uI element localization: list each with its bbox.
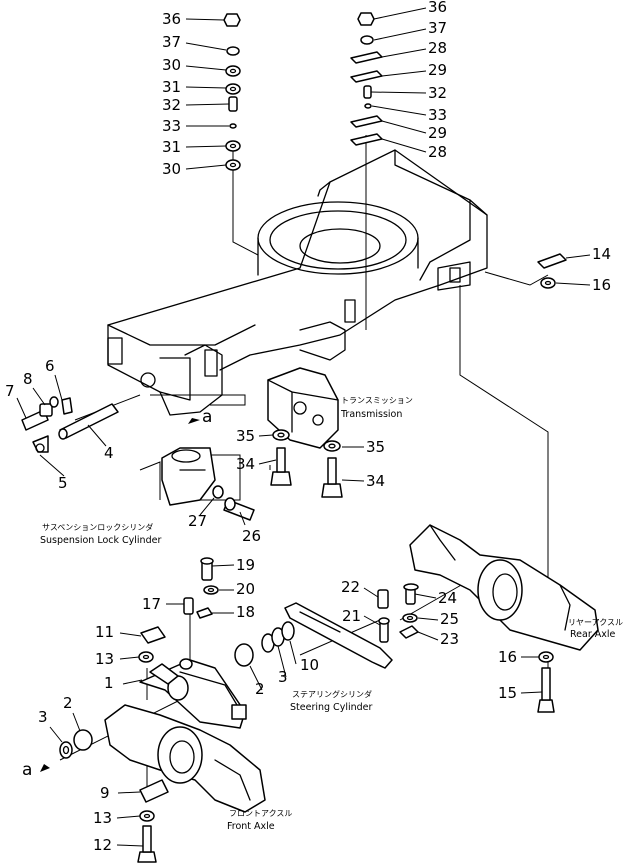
callout-17: 17 xyxy=(142,595,161,613)
steering-label-jp: ステアリングシリンダ xyxy=(292,689,372,699)
callout-16a: 16 xyxy=(592,276,611,294)
marker-a-lower: a xyxy=(22,760,32,780)
suspension-label-jp: サスペンションロックシリンダ xyxy=(42,522,153,532)
callout-15: 15 xyxy=(498,684,517,702)
callout-30b: 30 xyxy=(162,160,181,178)
callout-36a: 36 xyxy=(162,10,181,28)
transmission-housing xyxy=(267,367,339,449)
callout-leaders xyxy=(16,7,591,847)
callout-35b: 35 xyxy=(366,438,385,456)
callout-numbers: 36 37 30 31 32 33 31 30 36 37 28 29 32 3… xyxy=(5,0,611,854)
callout-22: 22 xyxy=(341,578,360,596)
callout-7: 7 xyxy=(5,382,15,400)
callout-6: 6 xyxy=(45,357,55,375)
callout-13b: 13 xyxy=(93,809,112,827)
callout-5: 5 xyxy=(58,474,68,492)
callout-25: 25 xyxy=(440,610,459,628)
rear-axle-label: Rear Axle xyxy=(570,629,616,640)
frame-body xyxy=(107,149,488,416)
right-hardware-stack xyxy=(350,12,383,146)
callout-21: 21 xyxy=(342,607,361,625)
callout-2b: 2 xyxy=(255,680,265,698)
pin-assembly xyxy=(21,396,119,453)
callout-31b: 31 xyxy=(162,138,181,156)
suspension-label: Suspension Lock Cylinder xyxy=(40,535,161,546)
callout-12: 12 xyxy=(93,836,112,854)
front-axle-label: Front Axle xyxy=(227,821,275,832)
transmission-label-jp: トランスミッション xyxy=(341,396,413,405)
callout-27: 27 xyxy=(188,512,207,530)
callout-24: 24 xyxy=(438,589,457,607)
front-axle xyxy=(104,704,266,863)
callout-11: 11 xyxy=(95,623,114,641)
callout-8: 8 xyxy=(23,370,33,388)
callout-16b: 16 xyxy=(498,648,517,666)
callout-32b: 32 xyxy=(428,84,447,102)
callout-30a: 30 xyxy=(162,56,181,74)
steering-label: Steering Cylinder xyxy=(290,702,372,713)
callout-2a: 2 xyxy=(63,694,73,712)
front-axle-label-jp: フロントアクスル xyxy=(229,809,292,818)
callout-26: 26 xyxy=(242,527,261,545)
callout-33b: 33 xyxy=(428,106,447,124)
callout-37b: 37 xyxy=(428,19,447,37)
rear-axle xyxy=(409,524,599,713)
callout-37a: 37 xyxy=(162,33,181,51)
callout-18: 18 xyxy=(236,603,255,621)
callout-3b: 3 xyxy=(278,668,288,686)
callout-29b: 29 xyxy=(428,124,447,142)
callout-34b: 34 xyxy=(366,472,385,490)
marker-arrows xyxy=(40,418,200,772)
callout-36b: 36 xyxy=(428,0,447,16)
callout-13a: 13 xyxy=(95,650,114,668)
callout-1: 1 xyxy=(104,674,114,692)
callout-4: 4 xyxy=(104,444,114,462)
callout-28a: 28 xyxy=(428,39,447,57)
callout-33a: 33 xyxy=(162,117,181,135)
callout-34a: 34 xyxy=(236,455,255,473)
transmission-label: Transmission xyxy=(340,409,402,420)
callout-29a: 29 xyxy=(428,61,447,79)
callout-20: 20 xyxy=(236,580,255,598)
callout-10: 10 xyxy=(300,656,319,674)
left-hardware-stack xyxy=(223,13,241,171)
callout-19: 19 xyxy=(236,556,255,574)
right-pad-14-16 xyxy=(537,253,567,289)
rear-axle-label-jp: リヤーアクスル xyxy=(568,618,623,627)
callout-14: 14 xyxy=(592,245,611,263)
axle-carrier xyxy=(59,621,295,759)
callout-28b: 28 xyxy=(428,143,447,161)
suspension-bracket xyxy=(161,447,255,521)
bolts-34-35 xyxy=(270,429,343,498)
callout-23: 23 xyxy=(440,630,459,648)
callout-32a: 32 xyxy=(162,96,181,114)
component-labels: トランスミッション Transmission サスペンションロックシリンダ Su… xyxy=(22,396,623,832)
parts-17-20 xyxy=(183,557,219,619)
steering-cylinder xyxy=(284,583,419,669)
callout-3a: 3 xyxy=(38,708,48,726)
marker-a-upper: a xyxy=(202,407,212,427)
callout-31a: 31 xyxy=(162,78,181,96)
callout-9: 9 xyxy=(100,784,110,802)
callout-35a: 35 xyxy=(236,427,255,445)
